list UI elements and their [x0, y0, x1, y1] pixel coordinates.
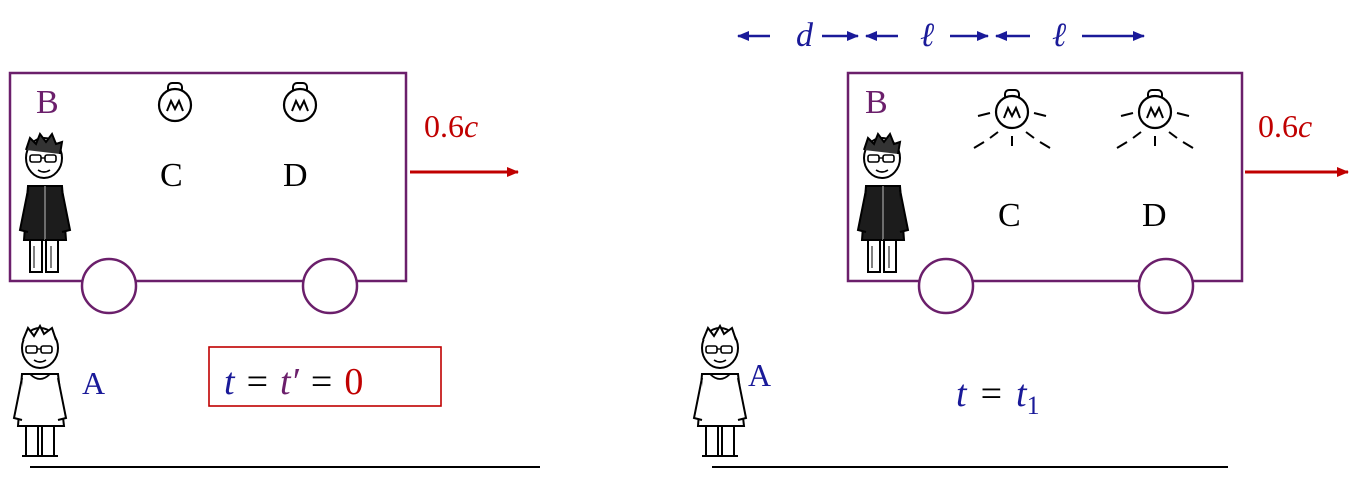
right-train-car [848, 73, 1242, 281]
right-label-d: D [1142, 197, 1167, 234]
dim-l1-label: ℓ [920, 17, 934, 54]
left-train-wheel-rear [303, 259, 357, 313]
right-label-b: B [865, 84, 888, 121]
dim-d-label: d [796, 17, 814, 54]
left-label-d: D [283, 157, 308, 194]
left-train-wheel-front [82, 259, 136, 313]
left-label-c: C [160, 157, 183, 194]
left-label-b: B [36, 84, 59, 121]
right-velocity-label: 0.6c [1258, 108, 1312, 144]
left-bulb-d-icon [284, 83, 316, 121]
right-train-wheel-rear [1139, 259, 1193, 313]
dim-l2-label: ℓ [1052, 17, 1066, 54]
right-bulb-c-lit-icon [974, 90, 1050, 148]
right-label-c: C [998, 197, 1021, 234]
right-label-a: A [748, 357, 771, 393]
left-label-a: A [82, 365, 105, 401]
left-train-car [10, 73, 406, 281]
left-time-equation: t=t′=0 [224, 361, 363, 403]
right-dimension-labels: d ℓ ℓ [738, 17, 1144, 54]
left-velocity-label: 0.6c [424, 108, 478, 144]
right-train-wheel-front [919, 259, 973, 313]
right-scene: d ℓ ℓ B C D 0.6c A t=t1 [694, 17, 1348, 467]
left-bulb-c-icon [159, 83, 191, 121]
right-bulb-d-lit-icon [1117, 90, 1193, 148]
left-person-a [14, 326, 66, 456]
right-person-b [858, 134, 908, 272]
left-person-b [20, 134, 70, 272]
left-scene: B C D 0.6c A t=t′=0 [10, 73, 540, 467]
right-time-equation: t=t1 [956, 373, 1040, 420]
right-person-a [694, 326, 746, 456]
